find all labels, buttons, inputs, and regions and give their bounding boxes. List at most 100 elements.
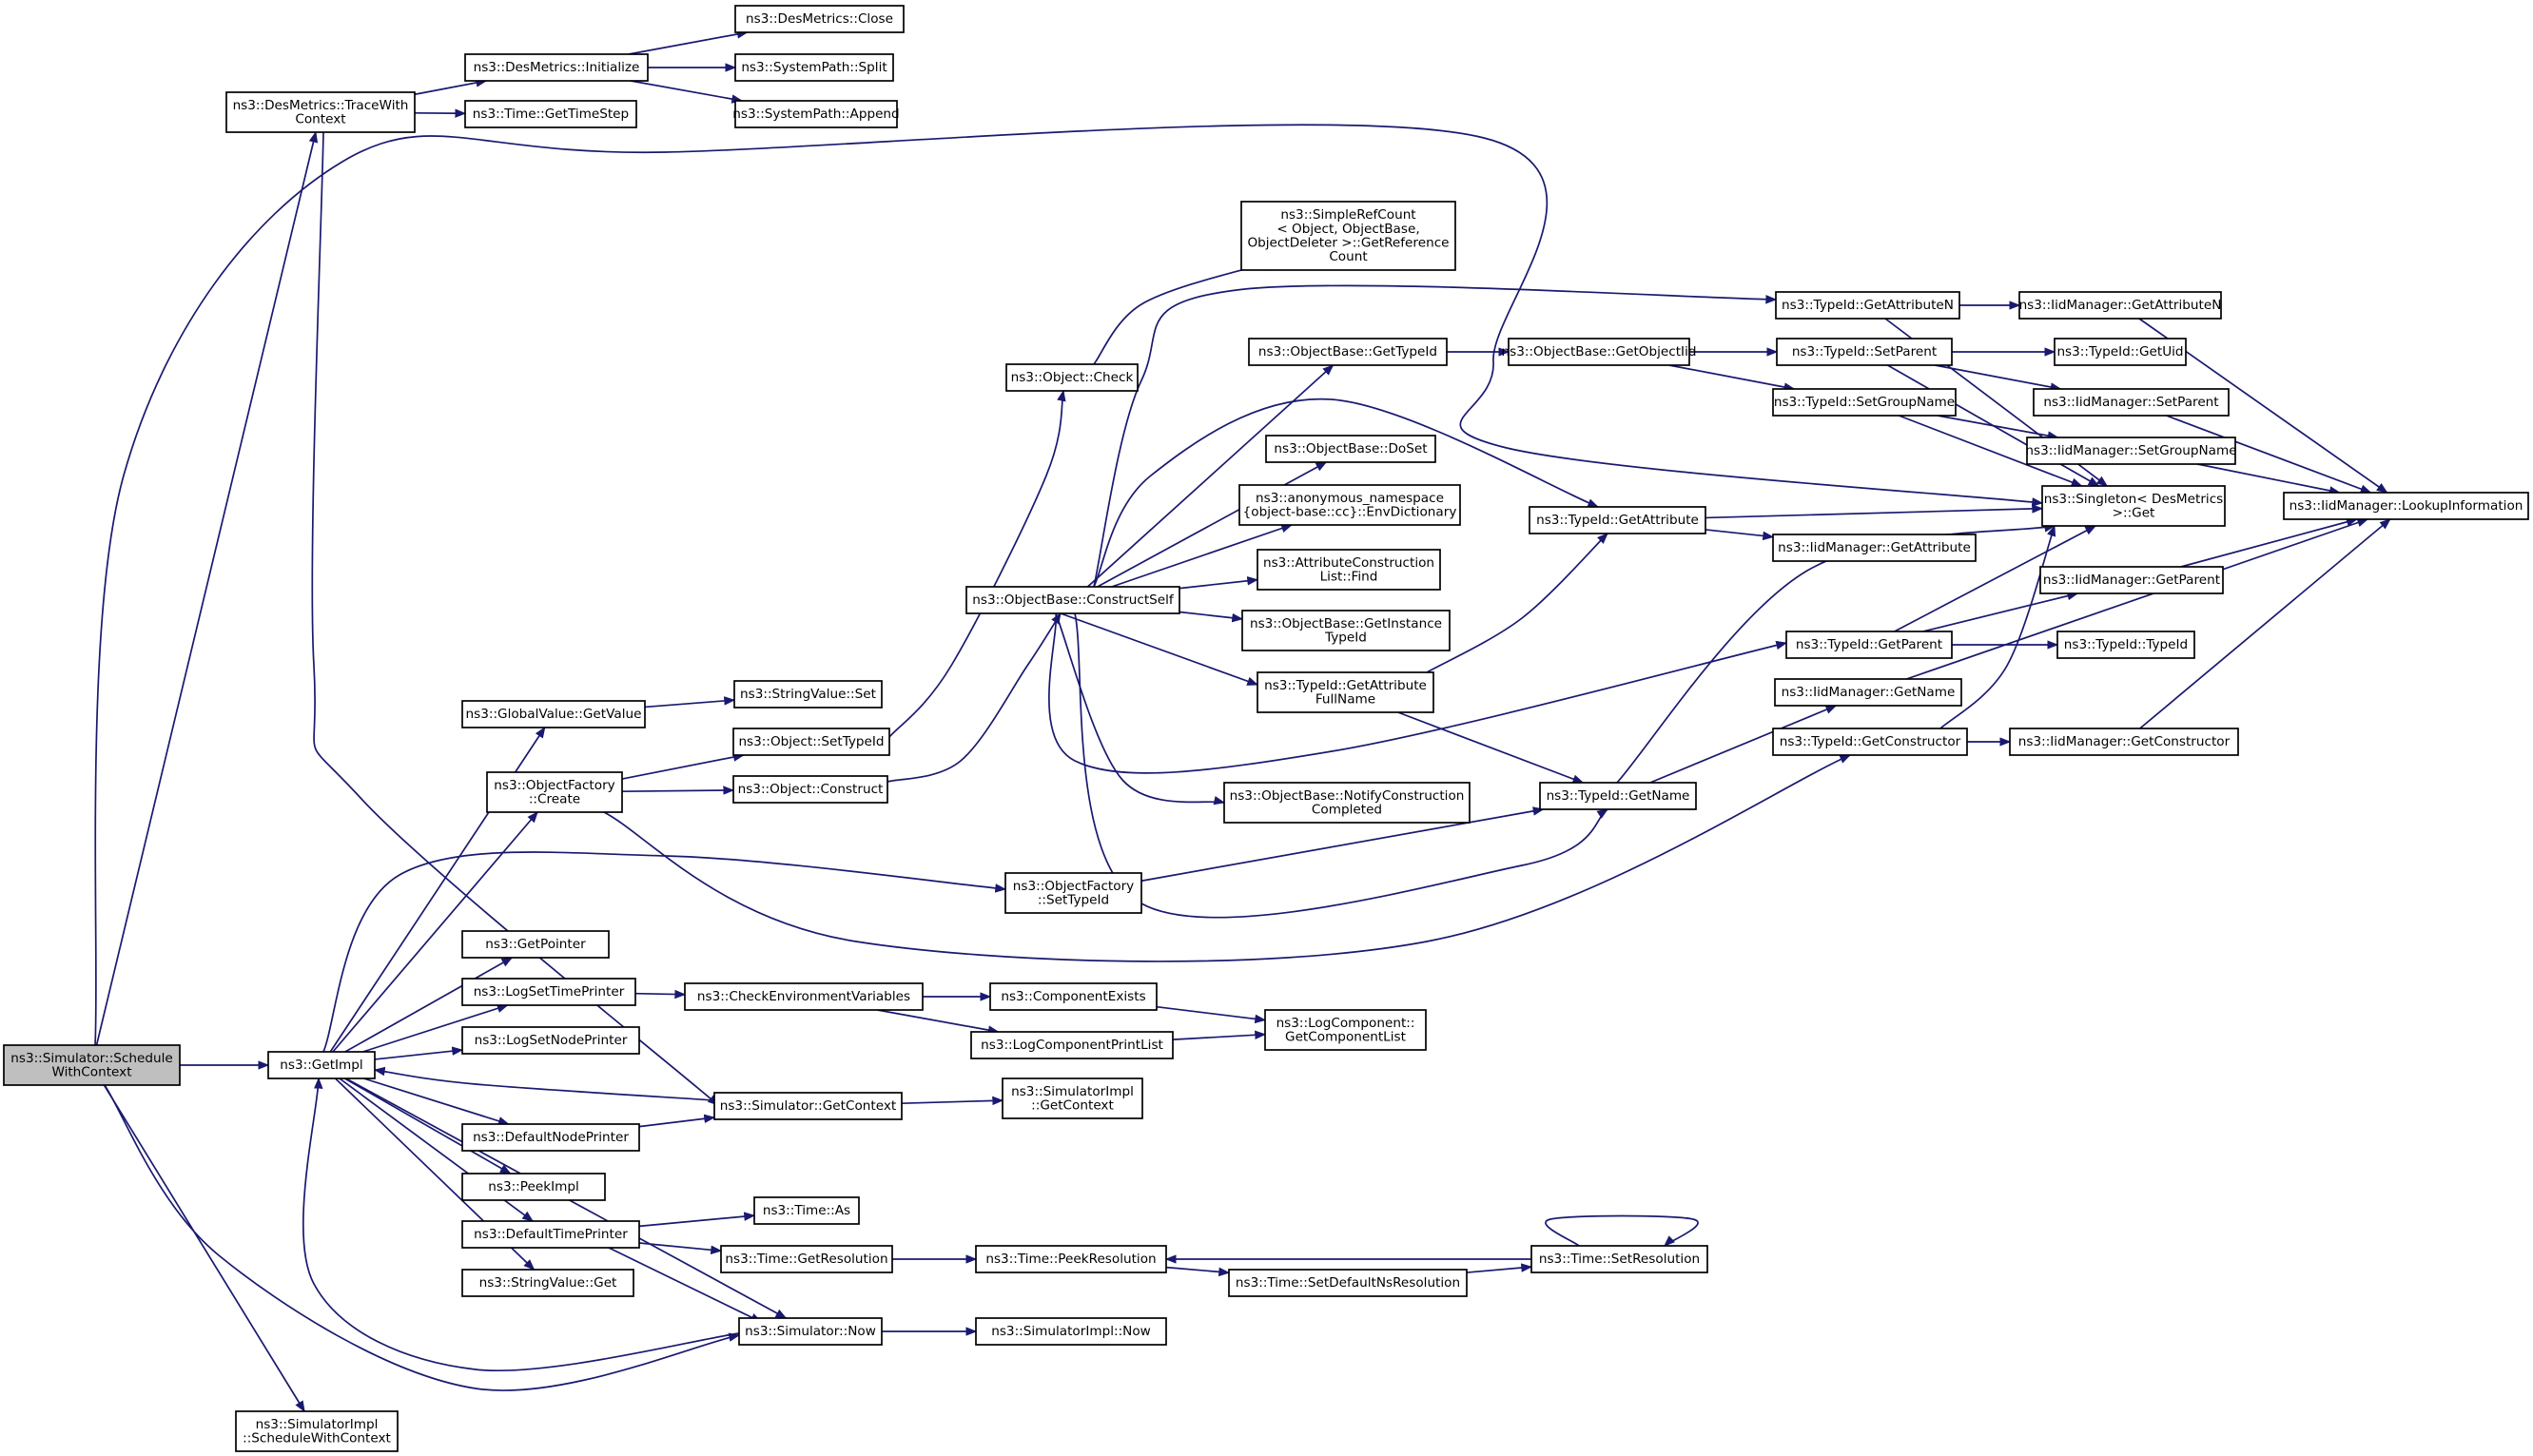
- node-iidgetattrn[interactable]: ns3::IidManager::GetAttributeN: [2018, 291, 2222, 320]
- node-simimplgetctx[interactable]: ns3::SimulatorImpl::GetContext: [1002, 1077, 1143, 1119]
- node-label: ns3::TypeId::GetConstructor: [1780, 734, 1961, 749]
- node-sched2[interactable]: ns3::SimulatorImpl::ScheduleWithContext: [235, 1410, 399, 1452]
- node-obgetobj[interactable]: ns3::ObjectBase::GetObjectIid: [1502, 338, 1697, 366]
- node-append[interactable]: ns3::SystemPath::Append: [732, 100, 900, 128]
- node-lookup[interactable]: ns3::IidManager::LookupInformation: [2283, 492, 2529, 520]
- node-initialize[interactable]: ns3::DesMetrics::Initialize: [464, 53, 649, 82]
- node-box: [1772, 728, 1968, 756]
- node-iidgetparent[interactable]: ns3::IidManager::GetParent: [2039, 566, 2224, 594]
- node-tidsetparent[interactable]: ns3::TypeId::SetParent: [1776, 338, 1953, 366]
- node-logcompprint[interactable]: ns3::LogComponentPrintList: [970, 1031, 1174, 1059]
- node-box: [1248, 338, 1448, 366]
- node-notify[interactable]: ns3::ObjectBase::NotifyConstructionCompl…: [1223, 782, 1471, 824]
- node-tidgetparent[interactable]: ns3::TypeId::GetParent: [1785, 631, 1953, 659]
- node-tidgetattr[interactable]: ns3::TypeId::GetAttribute: [1529, 506, 1706, 534]
- node-gvget[interactable]: ns3::GlobalValue::GetValue: [461, 700, 646, 728]
- node-tidgetname[interactable]: ns3::TypeId::GetName: [1539, 782, 1697, 810]
- node-timegetres[interactable]: ns3::Time::GetResolution: [720, 1245, 893, 1273]
- edge-timesetres-to-timesetres: [1545, 1214, 1699, 1247]
- node-box: [1772, 534, 1977, 562]
- node-label: ::SetTypeId: [1038, 892, 1109, 907]
- node-objconstruct[interactable]: ns3::Object::Construct: [732, 775, 888, 804]
- node-svset[interactable]: ns3::StringValue::Set: [733, 680, 883, 709]
- edge-getimpl-to-peekimpl: [343, 1077, 512, 1175]
- node-tidgetuid[interactable]: ns3::TypeId::GetUid: [2054, 338, 2187, 366]
- node-label: ns3::IidManager::GetParent: [2043, 573, 2220, 588]
- edge-construct-to-obgetinst: [1179, 611, 1244, 623]
- edge-getimpl-to-ofsettype: [322, 851, 1007, 1053]
- node-split[interactable]: ns3::SystemPath::Split: [734, 53, 894, 82]
- node-ofsettype[interactable]: ns3::ObjectFactory::SetTypeId: [1004, 872, 1142, 914]
- node-logsettime[interactable]: ns3::LogSetTimePrinter: [461, 978, 636, 1006]
- node-envdict[interactable]: ns3::anonymous_namespace{object-base::cc…: [1238, 484, 1461, 526]
- node-logsetnode[interactable]: ns3::LogSetNodePrinter: [461, 1026, 640, 1055]
- edge-tidgetattrfull-to-tidgetattr: [1426, 533, 1608, 673]
- node-box: [1508, 338, 1690, 366]
- node-box: [1265, 435, 1436, 463]
- node-label: ns3::DefaultNodePrinter: [473, 1130, 629, 1145]
- node-box: [975, 1317, 1167, 1346]
- node-label: ns3::ObjectBase::GetInstance: [1250, 616, 1442, 631]
- node-timepeekres[interactable]: ns3::Time::PeekResolution: [975, 1245, 1167, 1273]
- node-singleton[interactable]: ns3::Singleton< DesMetrics>::Get: [2041, 485, 2226, 527]
- node-iidgetctor[interactable]: ns3::IidManager::GetConstructor: [2009, 728, 2239, 756]
- edge-initialize-to-append: [630, 80, 744, 104]
- node-tidsetgroup[interactable]: ns3::TypeId::SetGroupName: [1772, 388, 1957, 417]
- node-objcheck[interactable]: ns3::Object::Check: [1005, 363, 1139, 392]
- node-label: ns3::AttributeConstruction: [1263, 555, 1434, 571]
- node-box: [461, 978, 636, 1006]
- node-deftime[interactable]: ns3::DefaultTimePrinter: [461, 1220, 640, 1249]
- node-ofcreate[interactable]: ns3::ObjectFactory::Create: [486, 771, 623, 813]
- node-timesetdef[interactable]: ns3::Time::SetDefaultNsResolution: [1228, 1269, 1468, 1297]
- edge-construct-to-tidgetparent: [1048, 612, 1788, 774]
- node-box: [1223, 782, 1471, 824]
- node-box: [713, 1092, 903, 1120]
- edge-construct-to-tidgetattrn: [1093, 284, 1778, 588]
- node-timesetres[interactable]: ns3::Time::SetResolution: [1530, 1245, 1708, 1273]
- node-iidgetattr[interactable]: ns3::IidManager::GetAttribute: [1772, 534, 1977, 562]
- node-getpointer[interactable]: ns3::GetPointer: [461, 930, 610, 959]
- node-getimpl[interactable]: ns3::GetImpl: [267, 1051, 376, 1079]
- node-dobset[interactable]: ns3::ObjectBase::DoSet: [1265, 435, 1436, 463]
- node-objsettype[interactable]: ns3::Object::SetTypeId: [732, 728, 890, 756]
- node-label: ns3::DefaultTimePrinter: [474, 1227, 628, 1242]
- node-compexists[interactable]: ns3::ComponentExists: [989, 982, 1158, 1011]
- node-box: [732, 775, 888, 804]
- node-tidgetattrn[interactable]: ns3::TypeId::GetAttributeN: [1775, 291, 1960, 320]
- node-label: ::ScheduleWithContext: [243, 1430, 391, 1446]
- node-svget[interactable]: ns3::StringValue::Get: [461, 1269, 634, 1297]
- node-obgettype[interactable]: ns3::ObjectBase::GetTypeId: [1248, 338, 1448, 366]
- node-box: [1257, 549, 1441, 591]
- node-root[interactable]: ns3::Simulator::ScheduleWithContext: [3, 1044, 181, 1086]
- node-construct[interactable]: ns3::ObjectBase::ConstructSelf: [965, 586, 1180, 614]
- node-tidtypeid[interactable]: ns3::TypeId::TypeId: [2056, 631, 2195, 659]
- node-simnow[interactable]: ns3::Simulator::Now: [738, 1317, 883, 1346]
- node-iidgetname[interactable]: ns3::IidManager::GetName: [1774, 678, 1962, 707]
- node-simgetctx[interactable]: ns3::Simulator::GetContext: [713, 1092, 903, 1120]
- node-tidgetctor[interactable]: ns3::TypeId::GetConstructor: [1772, 728, 1968, 756]
- node-simpleref[interactable]: ns3::SimpleRefCount< Object, ObjectBase,…: [1240, 201, 1456, 271]
- node-label: ns3::Simulator::Schedule: [10, 1051, 173, 1066]
- node-label: ns3::PeekImpl: [488, 1179, 578, 1194]
- node-label: ns3::DesMetrics::Initialize: [474, 60, 640, 75]
- node-box: [2033, 388, 2230, 417]
- edge-tidgetparent-to-singleton: [1894, 525, 2097, 632]
- node-defnode[interactable]: ns3::DefaultNodePrinter: [461, 1123, 640, 1152]
- node-iidsetgroup[interactable]: ns3::IidManager::SetGroupName: [2025, 437, 2237, 465]
- node-peekimpl[interactable]: ns3::PeekImpl: [461, 1173, 606, 1201]
- node-box: [2054, 338, 2187, 366]
- node-close[interactable]: ns3::DesMetrics::Close: [734, 5, 905, 33]
- node-checkenv[interactable]: ns3::CheckEnvironmentVariables: [684, 982, 924, 1011]
- node-gettimestep[interactable]: ns3::Time::GetTimeStep: [464, 100, 637, 128]
- node-box: [461, 1173, 606, 1201]
- node-timeas[interactable]: ns3::Time::As: [753, 1196, 860, 1225]
- node-iidsetparent[interactable]: ns3::IidManager::SetParent: [2033, 388, 2230, 417]
- node-logcompget[interactable]: ns3::LogComponent::GetComponentList: [1264, 1009, 1427, 1051]
- edge-checkenv-to-logcompprint: [877, 1009, 1000, 1035]
- node-simimplnow[interactable]: ns3::SimulatorImpl::Now: [975, 1317, 1167, 1346]
- edge-defnode-to-simgetctx: [638, 1114, 716, 1128]
